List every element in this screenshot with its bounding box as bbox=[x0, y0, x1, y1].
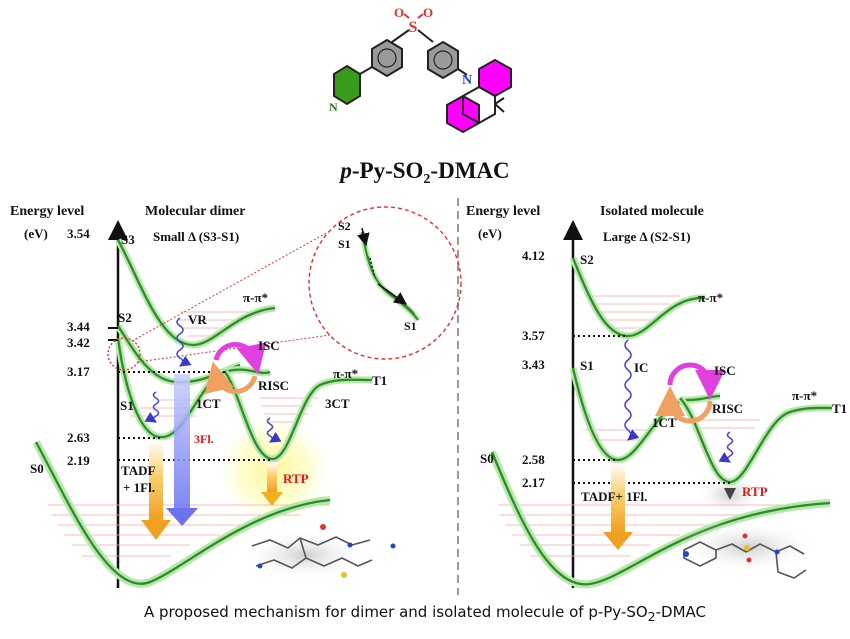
compound-name-italic: p bbox=[338, 158, 352, 183]
dimer-level-3-42: 3.42 bbox=[67, 335, 90, 350]
isolated-vibrational-lines bbox=[498, 295, 820, 557]
dimer-state-s2: S2 bbox=[118, 310, 132, 325]
dimer-panel-subtitle: Small Δ (S3-S1) bbox=[153, 229, 239, 244]
dimer-level-2-63: 2.63 bbox=[67, 430, 90, 445]
isolated-isc-circular-arrow bbox=[667, 362, 725, 400]
dimer-state-t1: T1 bbox=[372, 373, 387, 388]
s1-wavy-arrow bbox=[144, 391, 160, 423]
dimer-pi-pi-star-upper: π-π* bbox=[243, 290, 268, 305]
isolated-axis-title: Energy level bbox=[466, 204, 540, 219]
benzene-ring-left bbox=[371, 38, 403, 78]
isolated-tadf-arrow-head bbox=[603, 532, 633, 550]
isolated-level-2-17: 2.17 bbox=[522, 475, 545, 490]
dimer-rtp-label: RTP bbox=[283, 471, 309, 486]
t1-wavy-arrow bbox=[266, 417, 282, 443]
rtp-arrow-head bbox=[261, 492, 283, 506]
isolated-state-s1: S1 bbox=[580, 358, 594, 373]
panel-isolated: Energy level (eV) Isolated molecule Larg… bbox=[466, 204, 847, 589]
risc-circular-arrow bbox=[204, 361, 258, 394]
molecule-structure bbox=[333, 13, 512, 134]
dimer-pi-pi-star-lower: π-π* bbox=[333, 366, 358, 381]
isolated-ic-label: IC bbox=[634, 360, 648, 375]
isolated-state-s2: S2 bbox=[580, 252, 594, 267]
isolated-1ct-label: 1CT bbox=[652, 415, 677, 430]
dimer-state-s0: S0 bbox=[30, 461, 44, 476]
caption-subscript: 2 bbox=[647, 609, 656, 624]
dimer-panel-title: Molecular dimer bbox=[145, 204, 245, 219]
dimer-state-s3: S3 bbox=[121, 232, 135, 247]
fl3-arrow-head bbox=[166, 508, 198, 526]
dimer-level-3-44: 3.44 bbox=[67, 319, 90, 334]
dimer-level-3-17: 3.17 bbox=[67, 364, 90, 379]
isolated-molecule-structure bbox=[678, 521, 818, 579]
pyridine-ring bbox=[333, 64, 361, 106]
isolated-s1-curve bbox=[569, 367, 721, 464]
fl3-arrow-shaft bbox=[174, 374, 190, 508]
isolated-state-s0: S0 bbox=[480, 451, 494, 466]
isolated-panel-title: Isolated molecule bbox=[600, 204, 704, 219]
tadf-arrow-shaft bbox=[149, 440, 163, 520]
zoom-circle-small bbox=[107, 337, 141, 371]
isolated-risc-label: RISC bbox=[712, 401, 743, 416]
dimer-crystal-structure bbox=[243, 524, 396, 581]
caption-text: A proposed mechanism for dimer and isola… bbox=[143, 603, 648, 621]
isolated-rtp-label: RTP bbox=[742, 484, 768, 499]
dimer-axis-title: Energy level bbox=[10, 204, 84, 219]
isc-circular-arrow bbox=[213, 342, 267, 375]
compound-name: p-Py-SO2-DMAC bbox=[338, 158, 509, 187]
dimer-tadf-fl-label: + 1Fl. bbox=[123, 480, 155, 495]
atom-oxygen-2: O bbox=[423, 5, 433, 20]
dimer-fl3-label: 3Fl. bbox=[194, 432, 214, 446]
dimer-isc-label: ISC bbox=[258, 338, 280, 353]
isolated-risc-circular-arrow bbox=[655, 386, 713, 424]
isolated-isc-label: ISC bbox=[714, 363, 736, 378]
caption-suffix: -DMAC bbox=[655, 603, 707, 621]
vr-wavy-arrow bbox=[176, 317, 192, 367]
isolated-level-2-58: 2.58 bbox=[522, 452, 545, 467]
ic-wavy-arrow bbox=[624, 339, 640, 441]
dimer-3ct-label: 3CT bbox=[325, 396, 350, 411]
atom-nitrogen-pyridine: N bbox=[329, 100, 338, 114]
dimer-vibrational-lines bbox=[48, 311, 330, 557]
dimer-vr-label: VR bbox=[188, 312, 207, 327]
zoom-s1b-label: S1 bbox=[404, 319, 417, 333]
figure-caption: A proposed mechanism for dimer and isola… bbox=[0, 603, 850, 624]
panel-dimer: Energy level (eV) Molecular dimer Small … bbox=[10, 204, 462, 588]
dimer-state-s1: S1 bbox=[120, 398, 134, 413]
molecule-atom-labels: S O O N N bbox=[329, 5, 472, 114]
isolated-level-4-12: 4.12 bbox=[522, 248, 545, 263]
isolated-state-t1: T1 bbox=[832, 401, 847, 416]
isolated-tadf-label: TADF+ 1Fl. bbox=[581, 489, 647, 504]
dimer-axis-unit: (eV) bbox=[24, 226, 48, 241]
isolated-rtp-arrow bbox=[724, 488, 736, 500]
tadf-arrow-head bbox=[141, 520, 171, 540]
isolated-panel-subtitle: Large Δ (S2-S1) bbox=[603, 229, 691, 244]
atom-oxygen-1: O bbox=[394, 5, 404, 20]
zoom-circle-large bbox=[308, 206, 462, 360]
dimer-tadf-label: TADF bbox=[121, 463, 155, 478]
dimer-level-2-19: 2.19 bbox=[67, 453, 90, 468]
isolated-s2-curve bbox=[569, 256, 706, 340]
dimer-level-3-54: 3.54 bbox=[67, 226, 90, 241]
isolated-level-3-43: 3.43 bbox=[522, 357, 545, 372]
dimer-risc-label: RISC bbox=[258, 378, 289, 393]
benzene-ring-right bbox=[427, 40, 459, 80]
atom-sulfur: S bbox=[409, 19, 418, 36]
zoom-s1-label: S1 bbox=[338, 237, 351, 251]
isolated-level-3-57: 3.57 bbox=[522, 328, 545, 343]
isolated-pi-pi-star-lower: π-π* bbox=[792, 388, 817, 403]
isolated-t1-wavy-arrow bbox=[718, 431, 734, 463]
acridine-central-ring bbox=[462, 85, 496, 125]
dimer-1ct-label: 1CT bbox=[196, 396, 221, 411]
isolated-pi-pi-star-upper: π-π* bbox=[698, 290, 723, 305]
rtp-arrow-shaft bbox=[267, 462, 277, 492]
isolated-axis-unit: (eV) bbox=[478, 226, 502, 241]
zoom-s2-label: S2 bbox=[338, 219, 351, 233]
isolated-tadf-arrow-shaft bbox=[611, 463, 625, 533]
atom-nitrogen-acridine: N bbox=[462, 73, 472, 88]
isolated-level-lines bbox=[573, 335, 730, 484]
